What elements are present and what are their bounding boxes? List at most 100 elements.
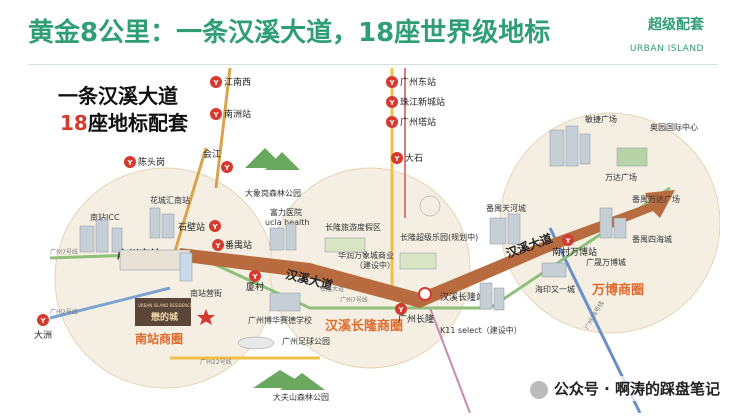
- building-cluster-mid: [237, 195, 505, 350]
- landmark-fuli: 富力医院: [270, 207, 302, 217]
- metro-badge-icon: [221, 161, 233, 173]
- header-brand: 超级配套 URBAN ISLAND: [630, 14, 704, 54]
- building-cluster-left: [79, 207, 193, 282]
- landmark-wanbo: 广晟万博城: [586, 257, 626, 267]
- metro-badge-icon: [386, 76, 398, 88]
- station-chime: 广州长隆: [398, 313, 434, 325]
- metro-badge-icon: [391, 152, 403, 164]
- landmark-nanzhan-icc: 南站ICC: [90, 212, 120, 222]
- station-guangzhouta: 广州塔站: [400, 116, 436, 128]
- metro-line-v6: [168, 147, 208, 269]
- page-title: 黄金8公里：一条汉溪大道，18座世界级地标: [28, 18, 551, 48]
- metro-badge-letter: Y: [388, 119, 395, 127]
- metro-badge-icon: [386, 116, 398, 128]
- station-hanxi: 汉溪长隆站: [440, 291, 485, 303]
- metro-badge-letter: Y: [126, 159, 133, 167]
- metro-badge-letter: Y: [212, 111, 219, 119]
- metro-badge-icon: [124, 156, 136, 168]
- metro-badge-letter: Y: [211, 223, 218, 231]
- zone-label-right: 万博商圈: [591, 282, 644, 298]
- line-label-7-mid: 广州7号线: [340, 296, 368, 304]
- metro-badge-letter: Y: [397, 306, 404, 314]
- station-jiangnanxi: 江南西: [224, 76, 251, 88]
- station-nancun: 南村万博站: [552, 246, 597, 258]
- map-title-line2: 座地标配套: [88, 111, 188, 135]
- metro-badge-letter: Y: [223, 164, 230, 172]
- project-star-icon: [197, 309, 215, 325]
- wechat-watermark: 公众号 · 啊涛的踩盘笔记: [523, 376, 726, 401]
- landmark-nanzhan-yin: 南站营街: [190, 288, 222, 298]
- map-title-line2-num: 18: [60, 111, 88, 135]
- zone-label-mid: 汉溪长隆商圈: [325, 318, 403, 334]
- station-nanzhou: 南洲站: [224, 108, 251, 120]
- station-dazhou: 大洲: [34, 329, 52, 341]
- landmark-chimelong-park: 长隆旅游度假区: [325, 222, 381, 232]
- mountain-park: [245, 148, 325, 390]
- metro-badge-icon: [386, 96, 398, 108]
- landmark-panyutian: 番禺天河城: [486, 203, 526, 213]
- metro-line-h2: [49, 286, 171, 320]
- landmark-k11: K11 select（建设中）: [440, 325, 522, 335]
- metro-badge-letter: Y: [393, 155, 400, 163]
- station-dashi: 大石: [405, 152, 423, 164]
- landmark-daxiang: 大象岗森林公园: [245, 188, 301, 198]
- landmark-huarun-build: （建设中）: [355, 260, 395, 270]
- metro-badge-icon: [562, 234, 574, 246]
- metro-badge-icon: [209, 220, 221, 232]
- wechat-icon: [529, 380, 548, 399]
- metro-line-v4: [429, 307, 471, 413]
- landmark-minjie: 敏捷广场: [585, 114, 617, 124]
- metro-badge-icon: [210, 76, 222, 88]
- metro-badge-icon: [395, 303, 407, 315]
- metro-badge-letter: Y: [564, 237, 571, 245]
- landmark-panyu-sihai: 番禺四海城: [632, 234, 672, 244]
- metro-line-v1: [214, 68, 232, 189]
- landmark-dafushan: 大夫山森林公园: [273, 392, 329, 402]
- landmark-panyu-wanda: 番禺万达广场: [632, 194, 680, 204]
- district-map: 一条汉溪大道 18 座地标配套 南站商圈 汉溪长隆商圈 万博商圈 汉溪大道 汉溪…: [34, 68, 720, 413]
- landmark-jixiang-school: 广州博华赛德学校: [248, 315, 312, 325]
- landmark-changlong-rd: 长隆大道: [320, 285, 344, 293]
- station-panyu: 番禺站: [225, 239, 252, 251]
- landmark-stadium: 广州足球公园: [282, 336, 330, 346]
- landmark-huachengxi: 花城汇南站: [150, 195, 190, 205]
- landmark-wanda: 万达广场: [605, 172, 637, 182]
- metro-badge-letter: Y: [212, 79, 219, 87]
- station-shibi: 石壁站: [178, 221, 205, 233]
- landmark-olympic: 奥园国际中心: [650, 122, 698, 132]
- landmark-chimelong-super: 长隆超级乐园(规划中): [400, 232, 478, 242]
- landmark-huarun-commerce: 华润万象城商业: [338, 250, 394, 260]
- station-hancun: 厦村: [246, 281, 264, 293]
- metro-badge-icons: [37, 76, 574, 326]
- metro-badge-letter: Y: [39, 317, 46, 325]
- brand-cn: 超级配套: [648, 17, 704, 33]
- metro-badge-letter: Y: [388, 99, 395, 107]
- metro-badge-text: Y Y Y Y Y Y Y Y Y Y Y Y Y Y: [39, 79, 571, 325]
- metro-badge-icon: [212, 239, 224, 251]
- metro-badge-icon: [249, 270, 261, 282]
- line-label-7-left: 广州7号线: [50, 248, 78, 256]
- metro-badge-icon: [37, 314, 49, 326]
- map-title-line1: 一条汉溪大道: [58, 84, 178, 108]
- landmark-ucla: ucla health: [265, 218, 309, 227]
- metro-badge-letter: Y: [388, 79, 395, 87]
- watermark-text: 公众号 · 啊涛的踩盘笔记: [553, 380, 720, 398]
- line-label-2: 广州2号线: [50, 308, 78, 316]
- header-divider: [28, 64, 718, 65]
- landmark-haiyin: 海印又一城: [535, 284, 575, 294]
- station-chentouzhou: 陈头岗: [138, 156, 165, 168]
- station-huicheng: 会江: [203, 148, 221, 160]
- metro-badge-letter: Y: [251, 273, 258, 281]
- brand-en: URBAN ISLAND: [629, 44, 704, 54]
- zone-label-left: 南站商圈: [135, 331, 183, 346]
- urban-island-name: 懋的城: [151, 311, 178, 323]
- urban-island-marker: URBAN ISLAND RESIDENCE 懋的城: [135, 298, 193, 326]
- urban-island-label: URBAN ISLAND RESIDENCE: [138, 303, 193, 308]
- chime-hub-icon: [418, 287, 432, 301]
- line-label-22: 广州22号线: [200, 358, 232, 366]
- metro-badge-icon: [210, 108, 222, 120]
- building-cluster-right: [489, 125, 648, 278]
- station-guangzhoudong: 广州东站: [400, 76, 436, 88]
- station-zhujiangxincheng: 珠江新城站: [400, 96, 445, 108]
- metro-badge-letter: Y: [214, 242, 221, 250]
